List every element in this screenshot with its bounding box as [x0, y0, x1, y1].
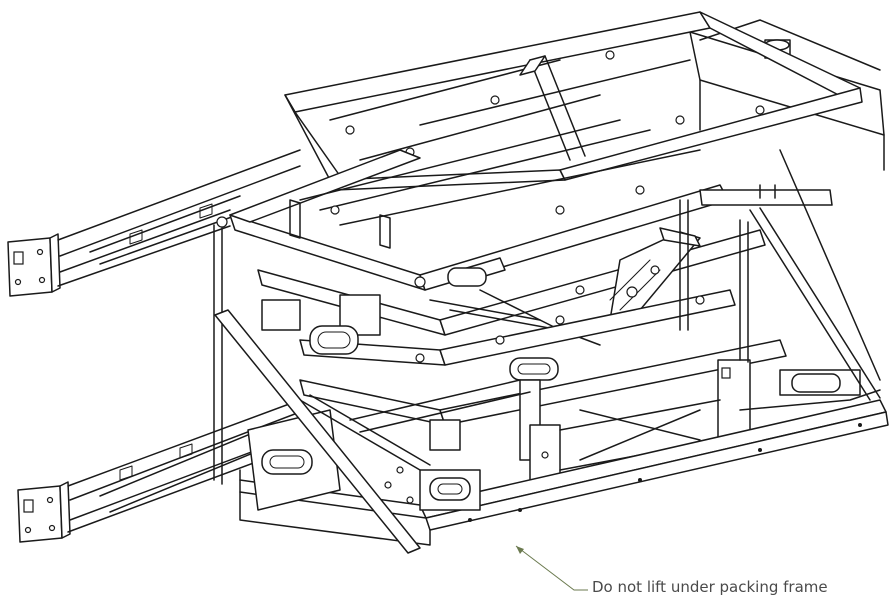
lower-left-arm [17, 399, 311, 543]
upper-left-arm [7, 149, 301, 297]
callout-label: Do not lift under packing frame [592, 578, 828, 596]
lower-frame [239, 339, 889, 546]
top-frame-assembly [216, 11, 885, 291]
frame-posts [213, 149, 881, 554]
callout-leader [515, 545, 588, 591]
